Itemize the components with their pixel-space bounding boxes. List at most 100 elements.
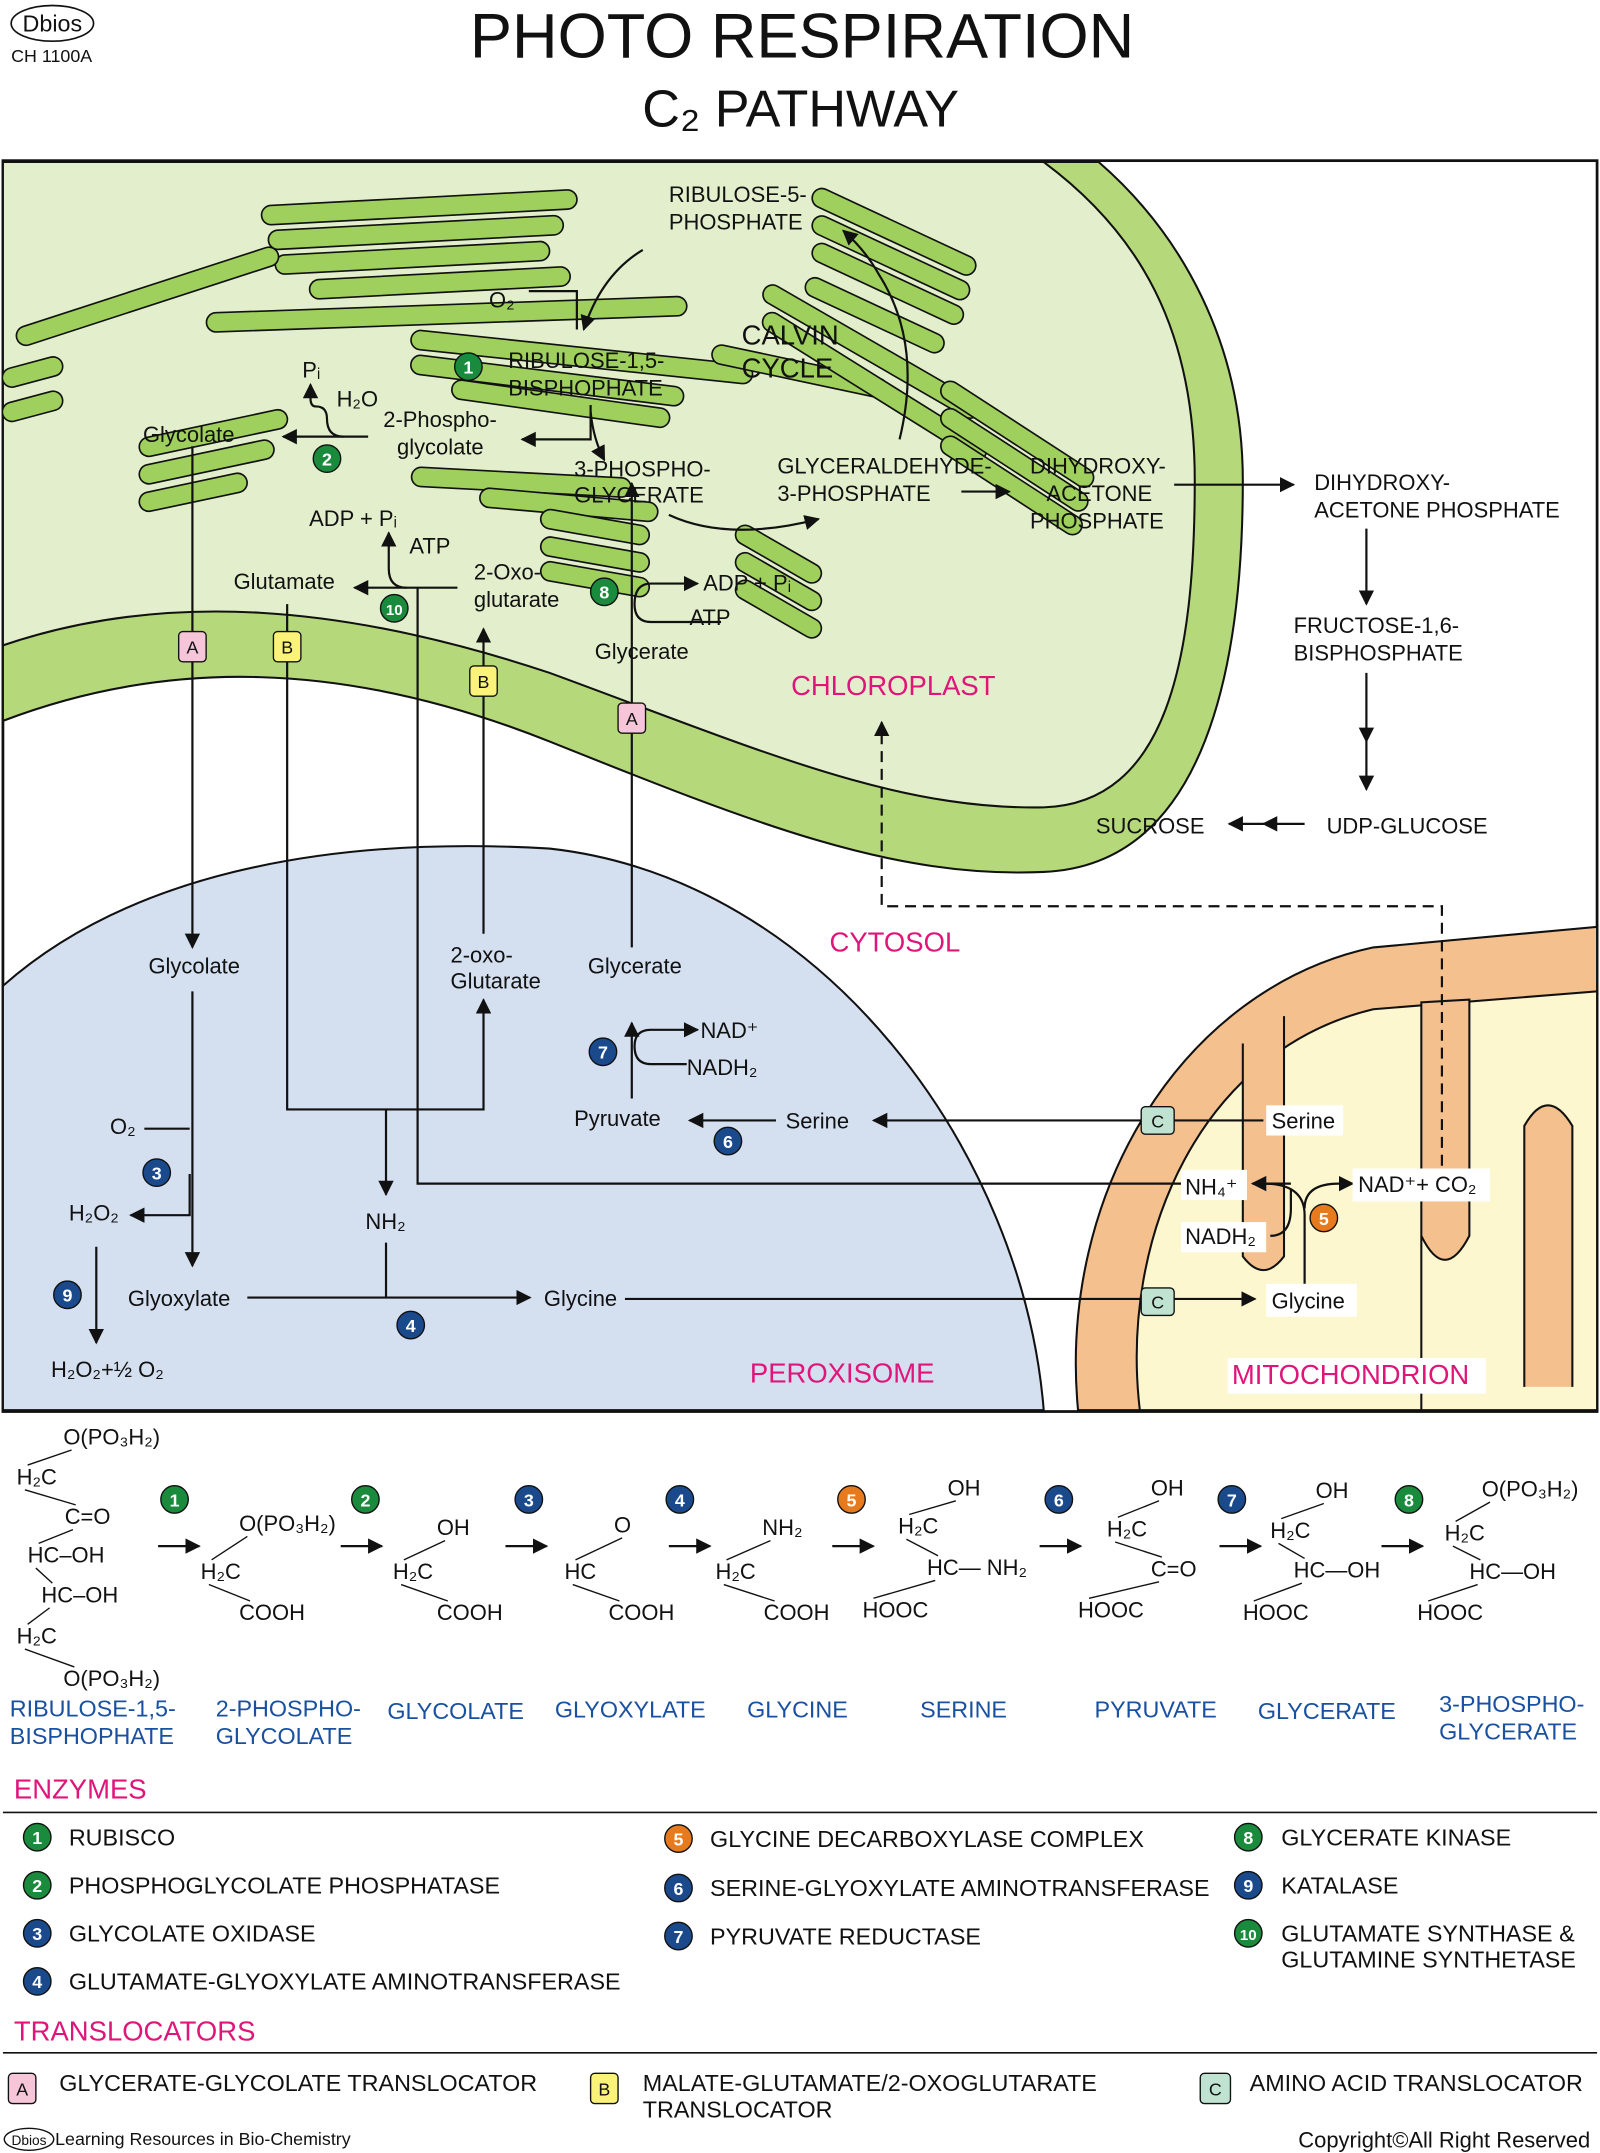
label: Serine — [786, 1109, 849, 1134]
atom-label: HC—OH — [1294, 1558, 1381, 1583]
bond — [35, 1567, 53, 1584]
bond — [1114, 1541, 1163, 1558]
calvin-cycle-label: CYCLE — [742, 353, 834, 384]
footer-left: Learning Resources in Bio-Chemistry — [55, 2129, 351, 2149]
label: H₂O — [337, 386, 378, 411]
enzyme-badge — [22, 1822, 52, 1852]
atom-label: H₂C — [716, 1559, 756, 1584]
translocator-a: A — [177, 630, 207, 663]
svg-text:3: 3 — [32, 1924, 42, 1944]
badge-number: 6 — [1054, 1490, 1064, 1510]
legend-label: AMINO ACID TRANSLOCATOR — [1250, 2070, 1583, 2096]
label: FRUCTOSE-1,6- — [1294, 613, 1460, 638]
arrow — [129, 1173, 191, 1223]
translocator-c: C — [1140, 1287, 1175, 1317]
svg-text:2: 2 — [322, 449, 332, 469]
label: ATP — [689, 605, 730, 630]
translocator-a: A — [617, 702, 647, 734]
label: O₂ — [489, 288, 515, 313]
atom-label: O(PO₃H₂) — [63, 1666, 160, 1691]
bond — [1088, 1581, 1160, 1599]
header: Dbios CH 1100A PHOTO RESPIRATION C₂ PATH… — [10, 2, 1134, 138]
label: NH₂ — [365, 1209, 405, 1234]
cytosol-labels: DIHYDROXY- ACETONE PHOSPHATE FRUCTOSE-1,… — [830, 470, 1560, 957]
label: H₂O₂ — [69, 1201, 119, 1226]
arrow — [589, 411, 606, 462]
mitochondrion-label: MITOCHONDRION — [1232, 1359, 1469, 1390]
bond — [400, 1583, 449, 1602]
svg-text:1: 1 — [32, 1828, 42, 1848]
enzyme-label: GLUTAMATE-GLYOXYLATE AMINOTRANSFERASE — [69, 1969, 621, 1995]
enzyme-label: PYRUVATE REDUCTASE — [710, 1923, 981, 1949]
atom-label: O(PO₃H₂) — [1482, 1477, 1579, 1502]
enzyme-label: KATALASE — [1281, 1872, 1398, 1898]
translocator-b: B — [272, 630, 302, 663]
svg-text:3: 3 — [152, 1163, 162, 1183]
label: Pᵢ — [302, 358, 320, 383]
atom-label: OH — [948, 1475, 981, 1500]
badge-5: 5 — [1309, 1203, 1339, 1233]
atom-label: C=O — [1151, 1556, 1197, 1581]
thylakoid — [308, 266, 571, 300]
badge-4: 4 — [396, 1310, 426, 1340]
compound-name: GLYCINE — [747, 1697, 848, 1723]
atom-label: HOOC — [1078, 1597, 1144, 1622]
bond — [24, 1648, 75, 1668]
bond — [27, 1449, 72, 1466]
arrow — [842, 229, 909, 440]
bond — [906, 1538, 939, 1557]
enzyme-badge — [160, 1484, 189, 1514]
catalog-code: CH 1100A — [11, 46, 92, 66]
footer-logo — [3, 2127, 55, 2151]
label: NAD⁺ — [700, 1018, 758, 1043]
atom-label: H₂C — [1107, 1516, 1147, 1541]
peroxisome-label: PEROXISOME — [750, 1358, 935, 1389]
badge-number: 8 — [1404, 1490, 1414, 1510]
atom-label: OH — [1151, 1475, 1184, 1500]
svg-text:7: 7 — [598, 1043, 608, 1063]
svg-text:C: C — [1209, 2079, 1222, 2099]
svg-text:B: B — [598, 2079, 610, 2099]
svg-text:8: 8 — [599, 583, 609, 603]
chloroplast-labels: RIBULOSE-5- PHOSPHATE O₂ CALVIN CYCLE RI… — [143, 182, 1166, 701]
badge-9: 9 — [53, 1280, 82, 1310]
structure-ribulose-1-5-bisphophate: O(PO₃H₂)H₂CC=OHC–OHHC–OHH₂CO(PO₃H₂)RIBUL… — [10, 1424, 201, 1749]
thylakoid — [138, 408, 289, 458]
thylakoid — [804, 276, 945, 354]
badge-2: 2 — [312, 444, 342, 474]
badge-number: 2 — [360, 1490, 370, 1510]
svg-text:5: 5 — [1319, 1209, 1329, 1229]
cytosol-label: CYTOSOL — [830, 927, 961, 958]
arrow — [580, 248, 644, 332]
atom-label: H₂C — [898, 1514, 938, 1539]
svg-text:A: A — [16, 2079, 28, 2099]
atom-label: H₂C — [17, 1624, 57, 1649]
enzyme-badge — [1394, 1484, 1424, 1514]
atom-label: HOOC — [1243, 1600, 1309, 1625]
atom-label: HC–OH — [28, 1543, 105, 1568]
arrow — [633, 1022, 700, 1066]
thylakoid — [761, 311, 988, 461]
cristae — [1241, 998, 1574, 1411]
label: NADH₂ — [687, 1055, 758, 1080]
atom-label: COOH — [608, 1600, 674, 1625]
bond — [1452, 1545, 1481, 1561]
bond — [1253, 1582, 1303, 1602]
thylakoid — [451, 379, 671, 429]
atom-label: H₂C — [1445, 1521, 1485, 1546]
bond — [726, 1539, 771, 1561]
label: Glycerate — [595, 639, 689, 664]
enzyme-badge — [1233, 1918, 1263, 1948]
svg-text:10: 10 — [1240, 1927, 1257, 1944]
arrow — [1270, 1189, 1292, 1237]
legend-label: GLYCERATE-GLYCOLATE TRANSLOCATOR — [59, 2070, 537, 2096]
thylakoid — [939, 407, 1089, 512]
translocator-item-a: A GLYCERATE-GLYCOLATE TRANSLOCATOR — [7, 2070, 537, 2105]
